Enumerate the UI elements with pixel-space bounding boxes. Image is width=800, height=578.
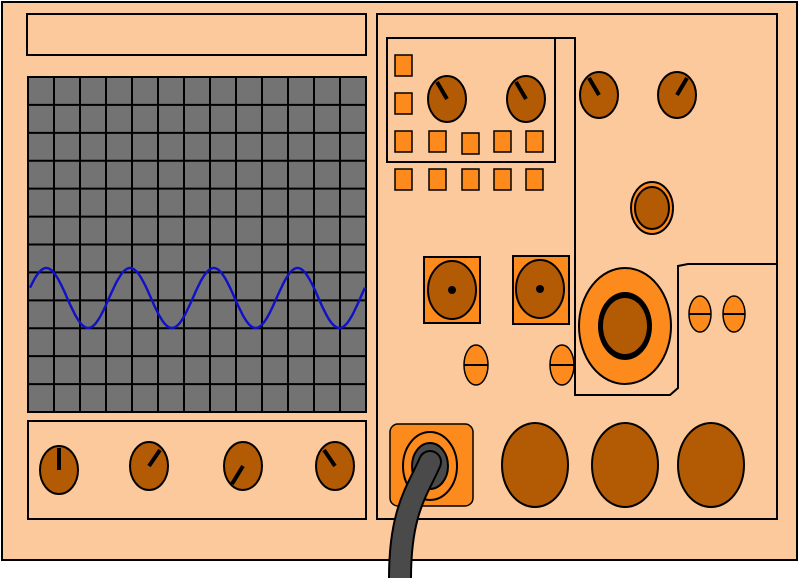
x-magnifier-toggle[interactable] <box>688 295 712 333</box>
knob-center-dot <box>536 285 544 293</box>
knob-indicator <box>230 464 245 486</box>
mode-button-2[interactable] <box>461 132 480 155</box>
ch2-ac-dc-toggle[interactable] <box>549 344 575 386</box>
ch1-select-button[interactable] <box>394 54 413 77</box>
scale-illum-knob[interactable] <box>223 441 263 491</box>
knob-indicator <box>675 76 689 97</box>
trigger-button-4[interactable] <box>493 168 512 191</box>
knob-body <box>634 186 670 230</box>
ch2-input-jack[interactable] <box>591 422 659 508</box>
bottom-knob-panel <box>27 420 367 520</box>
trace-rotation-knob[interactable] <box>315 441 355 491</box>
probe-cable-icon <box>388 450 442 578</box>
ch2-position-knob[interactable] <box>512 255 570 325</box>
top-label-panel <box>26 13 367 56</box>
ch1-position-knob[interactable] <box>423 256 481 324</box>
xy-mode-toggle[interactable] <box>722 295 746 333</box>
volts-div-ch2-knob[interactable] <box>506 75 546 123</box>
focus-knob[interactable] <box>129 441 169 491</box>
time-div-knob[interactable] <box>579 71 619 119</box>
mode-button-4[interactable] <box>525 130 544 153</box>
screen-grid <box>28 77 366 412</box>
trigger-button-5[interactable] <box>525 168 544 191</box>
vertical-section-box <box>386 37 556 163</box>
mode-button-1[interactable] <box>428 130 447 153</box>
ext-trigger-jack[interactable] <box>677 422 745 508</box>
knob-indicator <box>587 76 601 97</box>
waveform-trace <box>28 266 367 330</box>
knob-indicator <box>322 448 337 468</box>
horizontal-position-knob[interactable] <box>578 267 672 385</box>
trigger-button-3[interactable] <box>461 168 480 191</box>
timebase-section-outline <box>555 37 777 396</box>
intensity-knob[interactable] <box>39 445 79 495</box>
mode-button-3[interactable] <box>493 130 512 153</box>
ch2-select-button[interactable] <box>394 92 413 115</box>
ch1-input-jack[interactable] <box>501 422 569 508</box>
knob-center-dot <box>448 286 456 294</box>
trigger-button-2[interactable] <box>428 168 447 191</box>
volts-div-ch1-knob[interactable] <box>427 75 467 123</box>
coupling-button[interactable] <box>394 130 413 153</box>
knob-indicator <box>147 448 162 468</box>
knob-indicator <box>435 80 449 101</box>
button-matrix <box>394 54 544 191</box>
ch1-ac-dc-toggle[interactable] <box>463 344 489 386</box>
holdoff-knob[interactable] <box>657 71 697 119</box>
trigger-button-1[interactable] <box>394 168 413 191</box>
knob-body <box>603 298 647 354</box>
screen <box>27 76 367 413</box>
trigger-level-knob[interactable] <box>630 181 674 235</box>
cable-body <box>390 452 440 578</box>
knob-indicator <box>514 80 528 101</box>
